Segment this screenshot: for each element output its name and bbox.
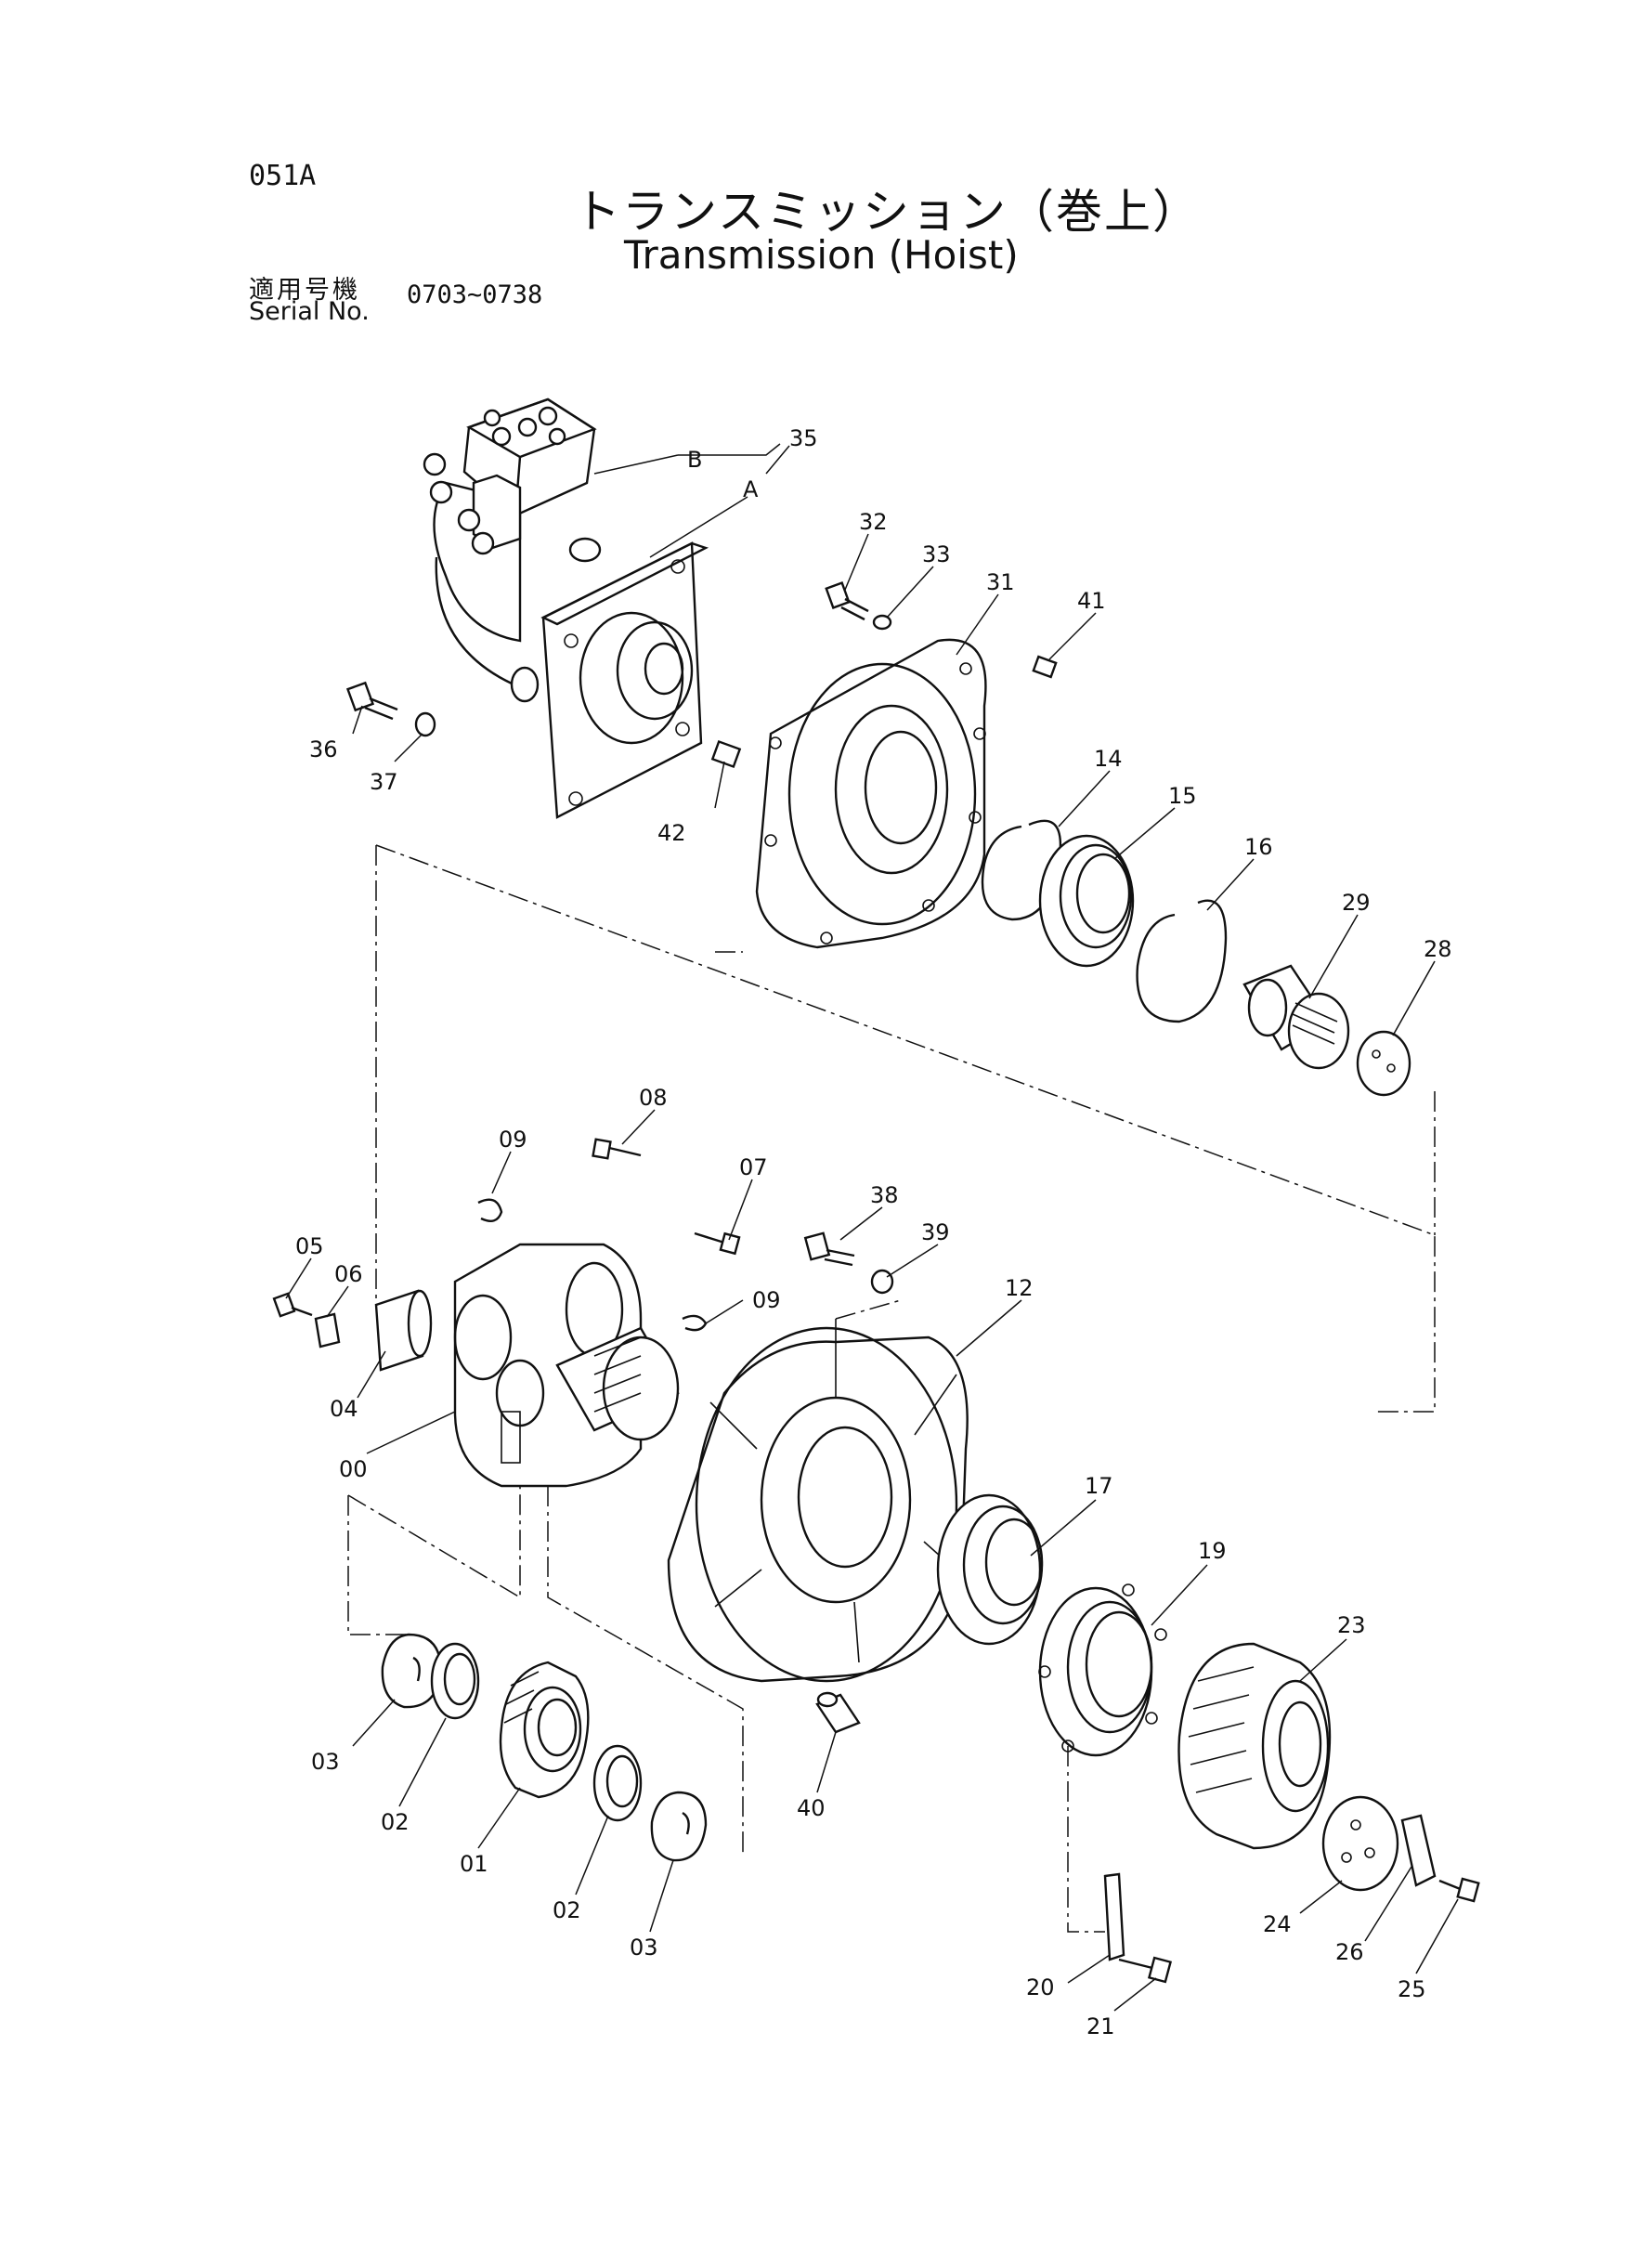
serial-label-japanese: 適用号機 — [249, 276, 360, 305]
planet-gear-01 — [499, 1661, 590, 1799]
snap-ring-16 — [1136, 899, 1228, 1023]
callout-41: 41 — [1077, 588, 1106, 614]
callout-04: 04 — [330, 1396, 358, 1422]
callout-06: 06 — [334, 1261, 363, 1287]
nut-19 — [1038, 1583, 1167, 1757]
pin-07 — [694, 1231, 741, 1256]
callout-02-upper: 02 — [381, 1809, 410, 1835]
title-japanese: トランスミッション（巻上） — [574, 185, 1201, 239]
callout-23: 23 — [1337, 1612, 1366, 1638]
plug-41 — [1032, 655, 1058, 679]
callout-29: 29 — [1342, 890, 1371, 916]
bolt-21 — [1118, 1956, 1173, 1984]
bolt-25 — [1438, 1877, 1480, 1903]
carrier-00 — [453, 1243, 680, 1488]
ring-09-lower — [682, 1314, 708, 1332]
callout-40: 40 — [797, 1795, 826, 1821]
callout-07: 07 — [739, 1154, 768, 1180]
callout-21: 21 — [1086, 2013, 1115, 2039]
lock-plate-06 — [314, 1312, 341, 1348]
washer-39 — [870, 1269, 894, 1295]
serial-label-english: Serial No. — [249, 297, 370, 326]
ring-gear-23 — [1177, 1642, 1332, 1850]
cap-28 — [1356, 1030, 1411, 1097]
callout-19: 19 — [1198, 1538, 1227, 1564]
callout-24: 24 — [1263, 1911, 1292, 1937]
serial-range: 0703~0738 — [407, 280, 543, 309]
bolt-05 — [272, 1292, 313, 1318]
callout-14: 14 — [1094, 746, 1123, 772]
spline-shaft-29 — [1242, 964, 1350, 1070]
washer-33 — [872, 614, 892, 631]
callout-17: 17 — [1085, 1473, 1113, 1499]
washer-37 — [414, 711, 436, 737]
pin-40 — [815, 1691, 861, 1734]
plate-24 — [1321, 1795, 1399, 1892]
callout-26: 26 — [1335, 1939, 1364, 1965]
callout-32: 32 — [859, 509, 888, 535]
callout-05: 05 — [295, 1233, 324, 1259]
page-code: 051A — [249, 160, 317, 192]
plug-42 — [710, 739, 742, 769]
callout-42: 42 — [657, 820, 686, 846]
ring-09-upper — [477, 1198, 503, 1222]
cover-31 — [755, 638, 987, 949]
callout-39: 39 — [921, 1219, 950, 1245]
callout-33: 33 — [922, 541, 951, 567]
callout-36: 36 — [309, 736, 338, 762]
thrust-washer-03-upper — [381, 1633, 443, 1709]
callout-09-upper: 09 — [499, 1127, 527, 1153]
lock-plate-26 — [1400, 1814, 1437, 1887]
callout-A: A — [743, 476, 759, 502]
bolt-38 — [803, 1231, 855, 1267]
callout-28: 28 — [1424, 936, 1452, 962]
callout-00: 00 — [339, 1456, 368, 1482]
callout-35: 35 — [789, 425, 818, 451]
bearing-17 — [936, 1493, 1044, 1646]
callout-16: 16 — [1244, 834, 1273, 860]
title-english: Transmission (Hoist) — [624, 232, 1019, 278]
bearing-15 — [1038, 834, 1135, 968]
control-valve-block — [423, 397, 597, 555]
callout-12: 12 — [1005, 1275, 1034, 1301]
callout-01: 01 — [460, 1851, 488, 1877]
callout-03-lower: 03 — [630, 1935, 658, 1961]
thrust-washer-03-lower — [650, 1791, 708, 1862]
bolt-36 — [345, 681, 398, 721]
callout-20: 20 — [1026, 1974, 1055, 2000]
hydraulic-motor — [433, 481, 709, 819]
callout-09-lower: 09 — [752, 1287, 781, 1313]
callout-02-lower: 02 — [553, 1897, 581, 1923]
pin-04 — [374, 1289, 433, 1372]
callout-15: 15 — [1168, 783, 1197, 809]
bolt-08 — [592, 1138, 642, 1160]
callout-03-upper: 03 — [311, 1749, 340, 1775]
lock-plate-20 — [1103, 1872, 1125, 1961]
needle-bearing-02-upper — [430, 1642, 480, 1720]
needle-bearing-02-lower — [592, 1744, 643, 1822]
callout-37: 37 — [370, 769, 398, 795]
snap-ring-14 — [981, 819, 1062, 921]
callout-31: 31 — [986, 569, 1015, 595]
callout-B: B — [687, 447, 702, 473]
callout-38: 38 — [870, 1182, 899, 1208]
callout-25: 25 — [1398, 1976, 1426, 2002]
callout-08: 08 — [639, 1085, 668, 1111]
bolt-32 — [825, 581, 869, 621]
housing-12 — [667, 1319, 969, 1683]
